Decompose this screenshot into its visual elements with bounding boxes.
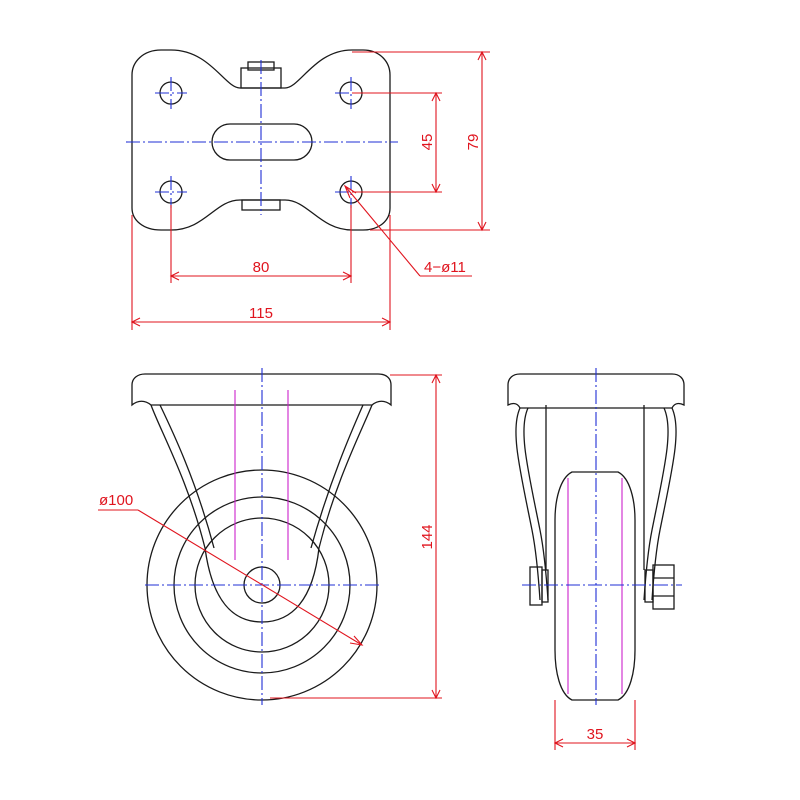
front-top-plate	[131, 373, 392, 407]
dim-bolt-holes-label: 4−ø11	[424, 259, 466, 276]
dim-45-label: 45	[419, 134, 436, 151]
dim-79-label: 79	[465, 134, 482, 151]
dim-115-label: 115	[249, 305, 273, 322]
front-fork-right-inner	[310, 404, 364, 549]
top-plate-outline	[131, 49, 391, 231]
dim-bolt-holes: 4−ø11	[343, 184, 472, 277]
dim-144: 144	[270, 373, 442, 700]
side-fork-left-inner	[523, 407, 549, 601]
dim-wheel-diameter: ø100	[98, 492, 364, 646]
side-wheel	[554, 471, 636, 701]
dim-115: 115	[130, 215, 392, 330]
dim-45: 45	[352, 91, 442, 194]
top-view: 45 79 80 115	[126, 49, 490, 330]
side-fork-right	[651, 407, 677, 601]
front-fork-left	[150, 404, 206, 549]
side-view: 35	[507, 368, 685, 750]
dim-144-label: 144	[419, 524, 436, 549]
front-fork-right	[318, 404, 373, 549]
front-fork-left-inner	[159, 404, 215, 549]
dim-80-label: 80	[253, 259, 270, 276]
side-fork-left	[515, 407, 541, 601]
side-axle-right-nut	[652, 564, 675, 610]
front-view: ø100 144	[98, 368, 442, 705]
dim-35-label: 35	[587, 726, 604, 743]
dim-35: 35	[553, 700, 637, 750]
dim-80: 80	[169, 205, 353, 283]
side-fork-right-inner	[643, 407, 669, 601]
side-top-plate	[507, 373, 685, 409]
dim-wheel-diameter-label: ø100	[99, 492, 133, 509]
